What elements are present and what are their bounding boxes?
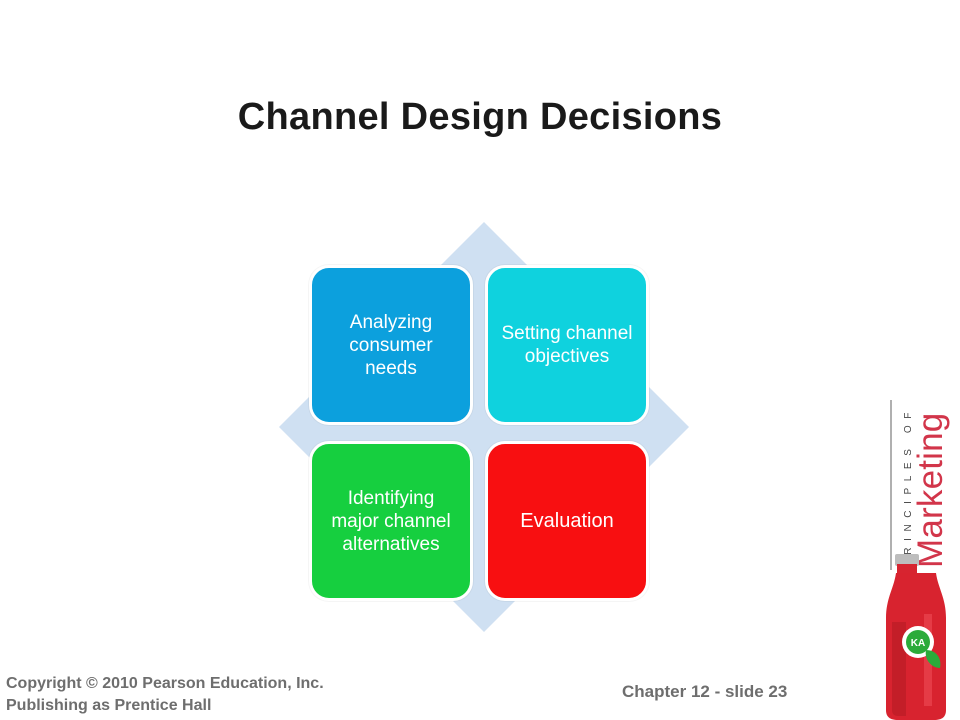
chapter-slide-number: Chapter 12 - slide 23: [622, 682, 788, 701]
quadrant-label: Analyzing consumer needs: [349, 311, 433, 379]
quadrant-label: Evaluation: [520, 509, 614, 532]
copyright-notice: Copyright © 2010 Pearson Education, Inc.…: [6, 673, 324, 717]
svg-text:KA: KA: [911, 638, 925, 649]
quadrant-analyzing-consumer-needs: Analyzing consumer needs: [309, 265, 473, 425]
quadrant-identifying-channel-alternatives: Identifying major channel alternatives: [309, 441, 473, 601]
copyright-line-2: Publishing as Prentice Hall: [6, 697, 212, 714]
principles-of-marketing-logo: PRINCIPLES OF Marketing KA: [886, 400, 950, 720]
svg-text:Marketing: Marketing: [911, 413, 950, 568]
slide-title: Channel Design Decisions: [237, 96, 723, 138]
quadrant-setting-channel-objectives: Setting channel objectives: [485, 265, 649, 425]
quadrant-evaluation: Evaluation: [485, 441, 649, 601]
quadrant-label: Setting channel objectives: [501, 323, 633, 367]
copyright-line-1: Copyright © 2010 Pearson Education, Inc.: [6, 675, 324, 692]
juice-bottle-icon: KA: [886, 554, 946, 720]
quadrant-label: Identifying major channel alternatives: [331, 487, 451, 555]
svg-text:PRINCIPLES OF: PRINCIPLES OF: [903, 406, 914, 568]
